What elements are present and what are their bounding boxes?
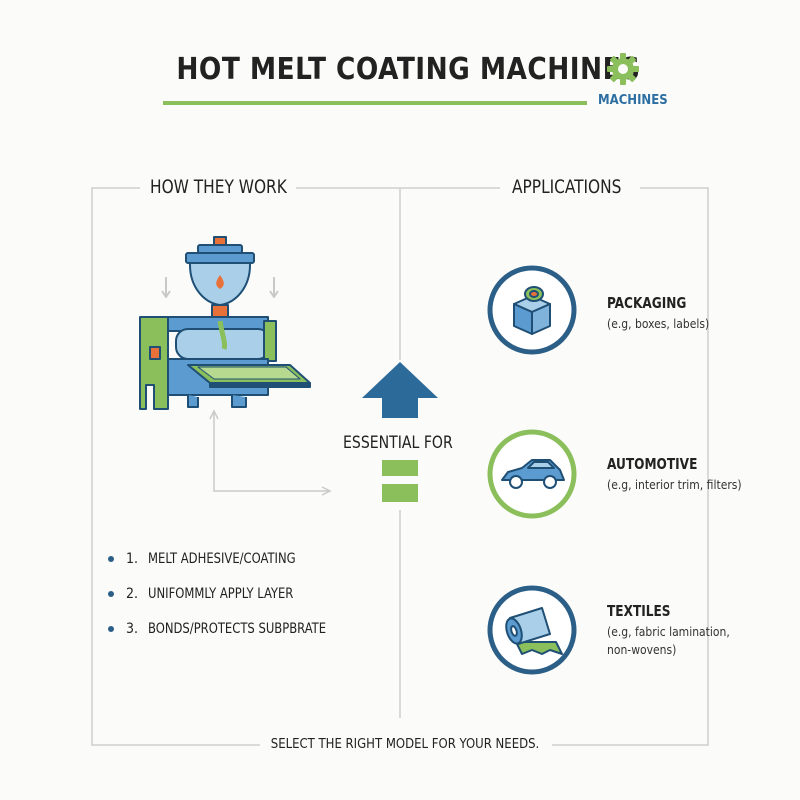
step-text: UNIFOMMLY APPLY LAYER xyxy=(148,586,294,602)
page-title: HOT MELT COATING MACHINES xyxy=(176,52,641,87)
essential-for-label: ESSENTIAL FOR xyxy=(343,433,453,453)
car-icon xyxy=(487,429,577,519)
app-desc-automotive: (e.g, interior trim, filters) xyxy=(607,478,742,492)
gear-icon xyxy=(607,53,639,85)
app-title-textiles: TEXTILES xyxy=(607,602,671,620)
title-underline xyxy=(163,101,587,105)
app-desc-packaging: (e.g, boxes, labels) xyxy=(607,317,710,331)
fabric-roll-icon xyxy=(487,585,577,675)
app-desc-textiles: (e.g, fabric lamination, non-wovens) xyxy=(607,625,730,657)
box-icon xyxy=(487,265,577,355)
center-flow xyxy=(362,362,438,502)
up-arrow-icon xyxy=(362,362,438,418)
applications-heading: APPLICATIONS xyxy=(512,176,622,198)
coating-machine-icon xyxy=(139,236,311,410)
equals-icon xyxy=(382,460,418,502)
app-title-packaging: PACKAGING xyxy=(607,294,687,312)
step-text: BONDS/PROTECTS SUBPBRATE xyxy=(148,621,327,637)
connector-arrow xyxy=(209,409,332,496)
step-item: 1. MELT ADHESIVE/COATING xyxy=(108,551,308,567)
step-number: 3. xyxy=(126,621,139,637)
step-item: 2. UNIFOMMLY APPLY LAYER xyxy=(108,586,306,602)
bullet-icon xyxy=(108,556,114,562)
step-number: 2. xyxy=(126,586,139,602)
step-number: 1. xyxy=(126,551,139,567)
footer-text: SELECT THE RIGHT MODEL FOR YOUR NEEDS. xyxy=(260,737,550,752)
how-they-work-heading: HOW THEY WORK xyxy=(150,176,287,198)
title-badge: MACHINES xyxy=(598,93,668,108)
step-item: 3. BONDS/PROTECTS SUBPBRATE xyxy=(108,621,342,637)
app-title-automotive: AUTOMOTIVE xyxy=(607,455,698,473)
bullet-icon xyxy=(108,626,114,632)
bullet-icon xyxy=(108,591,114,597)
step-text: MELT ADHESIVE/COATING xyxy=(148,551,296,567)
